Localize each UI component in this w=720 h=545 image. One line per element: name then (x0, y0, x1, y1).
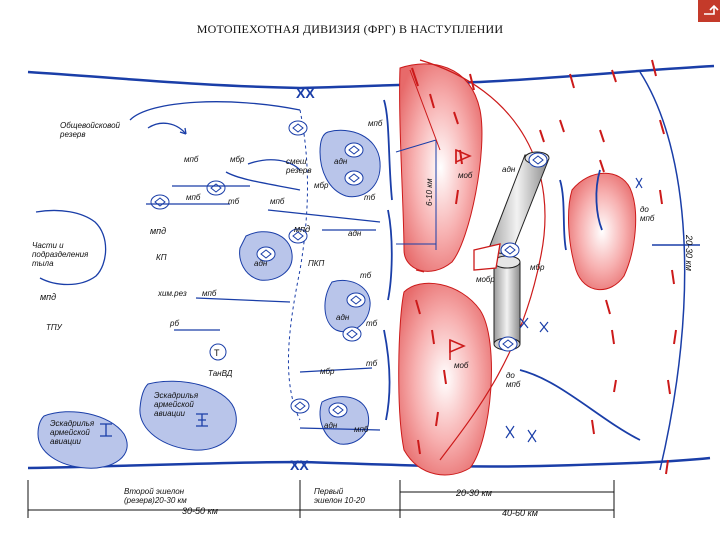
trench-upper (395, 139, 437, 250)
label-mpb-b: мпб (186, 193, 201, 202)
label-mbr-a: мбр (230, 155, 245, 164)
label-mob-b: моб (454, 361, 469, 370)
label-tb-a: тб (228, 197, 240, 206)
upper-boundary-line (27, 64, 715, 90)
label-dist-30-50: 30-50 км (182, 506, 218, 516)
label-him-rez: хим.рез (157, 289, 187, 298)
enemy-zone-upper (399, 63, 483, 272)
adn-zone-mid2 (324, 280, 371, 333)
label-adn-a: адн (334, 157, 348, 166)
label-dist-20-30-bottom: 20-30 км (455, 488, 492, 498)
label-mpd-left: мпд (150, 226, 166, 236)
label-mpb-top: мпб (368, 119, 383, 128)
boundary-xx-bottom: XX (290, 457, 309, 473)
unit-symbol-icon (256, 246, 276, 262)
advance-arrows (146, 122, 381, 431)
flag-icon-mobr (473, 243, 501, 271)
label-dist-6-10: 6-10 км (425, 178, 434, 206)
label-tb-c: тб (360, 271, 372, 280)
label-rb: рб (169, 319, 179, 328)
label-tb-e: тб (366, 359, 378, 368)
helicopter-zone-2 (37, 411, 128, 469)
label-adn-f: адн (502, 165, 516, 174)
unit-symbol-icon (344, 170, 364, 186)
unit-symbol-icon (498, 336, 518, 352)
label-mpb-d: мпб (202, 289, 217, 298)
label-mobr: мобр (476, 275, 495, 284)
label-vtoroy: Второй эшелон(резерв)20-30 км (124, 487, 187, 505)
unit-symbol-icon (500, 242, 520, 258)
label-mbr-b: мбр (314, 181, 329, 190)
flag-icon-upper (455, 148, 472, 164)
tank-reserve-label: Т (214, 348, 220, 358)
label-adn-d: адн (336, 313, 350, 322)
label-tanvd: ТанВД (208, 369, 233, 378)
friendly-front-marks (383, 99, 641, 441)
tank-reserve-circle (209, 343, 227, 361)
helicopter-icon-1 (196, 413, 208, 427)
label-adn-b: адн (348, 229, 362, 238)
label-adn-e: адн (324, 421, 338, 430)
label-tb-d: тб (366, 319, 378, 328)
unit-symbol-icon (346, 292, 366, 308)
dimension-lines (27, 480, 615, 518)
label-dist-40-60: 40-60 км (502, 508, 538, 518)
label-mpd-low: мпд (40, 292, 56, 302)
unit-symbol-icon (288, 228, 308, 244)
helicopter-icon-2 (100, 423, 112, 437)
enemy-cross-icons (505, 177, 643, 443)
label-mpd-mid: мпд (294, 224, 310, 234)
unit-symbol-icon (206, 180, 226, 196)
enemy-defence-marks (411, 59, 677, 475)
label-adn-c: адн (254, 259, 268, 268)
label-pkp: ПКП (308, 259, 325, 268)
adn-zone-upper (319, 129, 381, 198)
label-mbr-c: мбр (320, 367, 335, 376)
label-mpb-a: мпб (184, 155, 199, 164)
boundary-xx-top: XX (296, 85, 315, 101)
helicopter-zone-1 (139, 380, 237, 451)
flag-icon-lower (449, 338, 466, 360)
unit-symbol-icon (150, 194, 170, 210)
lower-boundary-line (27, 456, 711, 470)
label-tb-b: тб (364, 193, 376, 202)
dist-20-30-right: 20-30 км (684, 234, 694, 271)
label-mpb-e: мпб (354, 425, 369, 434)
unit-symbol-icon (328, 402, 348, 418)
page-title: МОТОПЕХОТНАЯ ДИВИЗИЯ (ФРГ) В НАСТУПЛЕНИИ (196, 22, 504, 36)
nav-arrow-icon[interactable] (698, 0, 720, 22)
enemy-zone-right (568, 172, 637, 291)
label-tpu: ТПУ (46, 323, 63, 332)
unit-symbol-icon (344, 142, 364, 158)
unit-symbol-icon (342, 326, 362, 342)
unit-symbol-icon (528, 152, 548, 168)
second-echelon-arc (129, 101, 301, 121)
label-mob-a: моб (458, 171, 473, 180)
rear-zone-outline (35, 209, 107, 286)
enemy-front-line (419, 59, 546, 461)
unit-symbol-icon (290, 398, 310, 414)
label-mpb-c: мпб (270, 197, 285, 206)
label-kp: КП (156, 253, 167, 262)
right-range-arc (639, 71, 686, 471)
label-mbr-d: мбр (530, 263, 545, 272)
trench-hatch (409, 69, 441, 273)
unit-symbol-icon (288, 120, 308, 136)
attack-tube-lower (493, 255, 521, 351)
